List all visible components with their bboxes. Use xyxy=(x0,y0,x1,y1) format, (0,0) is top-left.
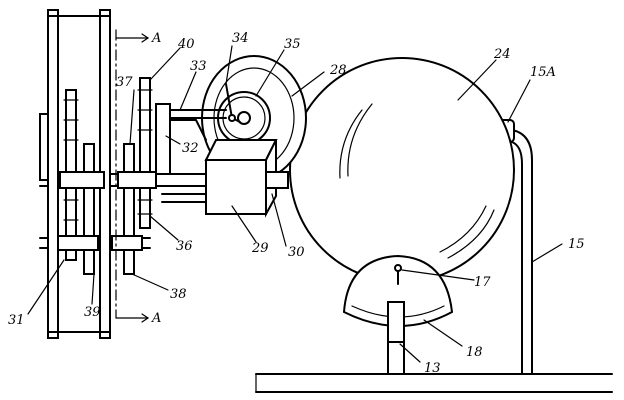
label-34: 34 xyxy=(232,31,249,46)
label-18: 18 xyxy=(466,345,483,360)
shaft-hubs xyxy=(57,171,157,251)
reference-labels: 40 34 35 33 28 24 15A 37 32 29 30 36 15 … xyxy=(8,31,585,376)
label-40: 40 xyxy=(177,37,195,52)
sphere-vessel xyxy=(289,57,515,283)
label-15: 15 xyxy=(568,237,585,252)
label-13: 13 xyxy=(424,361,441,376)
label-31: 31 xyxy=(8,313,25,328)
label-28: 28 xyxy=(329,63,347,78)
label-17: 17 xyxy=(474,275,491,290)
label-29: 29 xyxy=(251,241,269,256)
label-33: 33 xyxy=(190,59,207,74)
label-38: 38 xyxy=(170,287,187,302)
arm-32 xyxy=(155,103,227,175)
label-15A: 15A xyxy=(530,65,556,80)
label-35: 35 xyxy=(284,37,301,52)
label-30: 30 xyxy=(288,245,305,260)
label-39: 39 xyxy=(84,305,101,320)
label-32: 32 xyxy=(182,141,199,156)
section-line xyxy=(115,29,150,323)
leader-lines xyxy=(27,45,563,363)
section-label-bottom: A xyxy=(151,311,161,326)
pawl-34 xyxy=(225,83,241,123)
housing-29 xyxy=(204,139,278,218)
label-37: 37 xyxy=(116,75,133,90)
base-rail xyxy=(255,373,613,393)
label-36: 36 xyxy=(176,239,193,254)
label-24: 24 xyxy=(493,47,511,62)
section-label-top: A xyxy=(151,31,161,46)
